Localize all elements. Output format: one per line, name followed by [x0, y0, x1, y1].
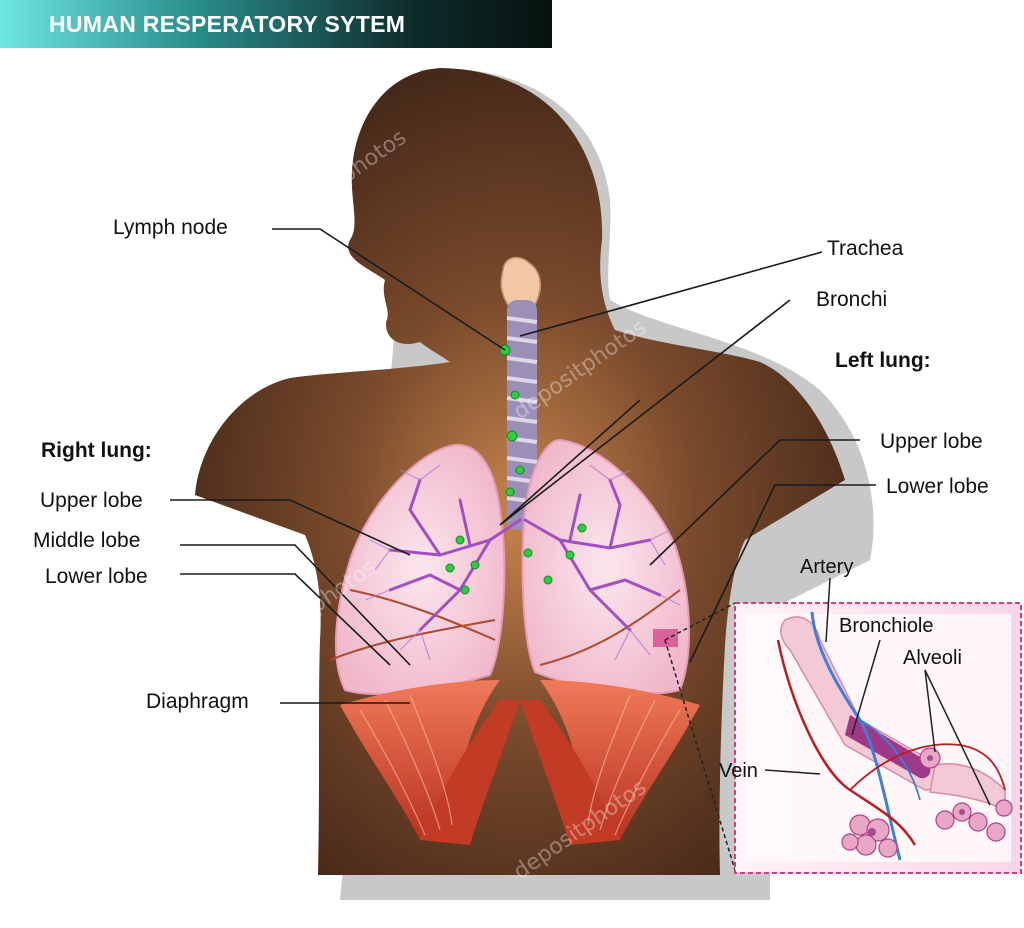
- lymph-node-label: Lymph node: [113, 216, 228, 239]
- alveoli-label: Alveoli: [903, 647, 962, 669]
- diaphragm-illustration: [340, 680, 700, 845]
- left-lung-heading: Left lung:: [835, 349, 931, 372]
- right-upper-lobe-label: Upper lobe: [40, 489, 143, 512]
- left-lower-lobe-label: Lower lobe: [886, 475, 989, 498]
- left-upper-lobe-label: Upper lobe: [880, 430, 983, 453]
- inset-marker: [653, 629, 678, 647]
- bronchiole-label: Bronchiole: [839, 615, 934, 637]
- artery-label: Artery: [800, 556, 854, 578]
- right-lung-heading: Right lung:: [41, 439, 152, 462]
- leader-lines: [170, 228, 876, 704]
- watermark-text: depositphotos: [759, 125, 901, 235]
- diaphragm-label: Diaphragm: [146, 690, 249, 713]
- alveoli-inset: [734, 577, 1022, 874]
- trachea-illustration: [500, 256, 542, 530]
- right-middle-lobe-label: Middle lobe: [33, 529, 141, 552]
- title-bar: HUMAN RESPERATORY SYTEM: [0, 0, 552, 48]
- page-title: HUMAN RESPERATORY SYTEM: [49, 11, 406, 37]
- trachea-label: Trachea: [827, 237, 904, 260]
- vein-label: Vein: [719, 760, 758, 782]
- right-lower-lobe-label: Lower lobe: [45, 565, 148, 588]
- bronchi-label: Bronchi: [816, 288, 888, 311]
- lymph-nodes: [445, 344, 587, 595]
- inset-connector-lines: [664, 602, 736, 871]
